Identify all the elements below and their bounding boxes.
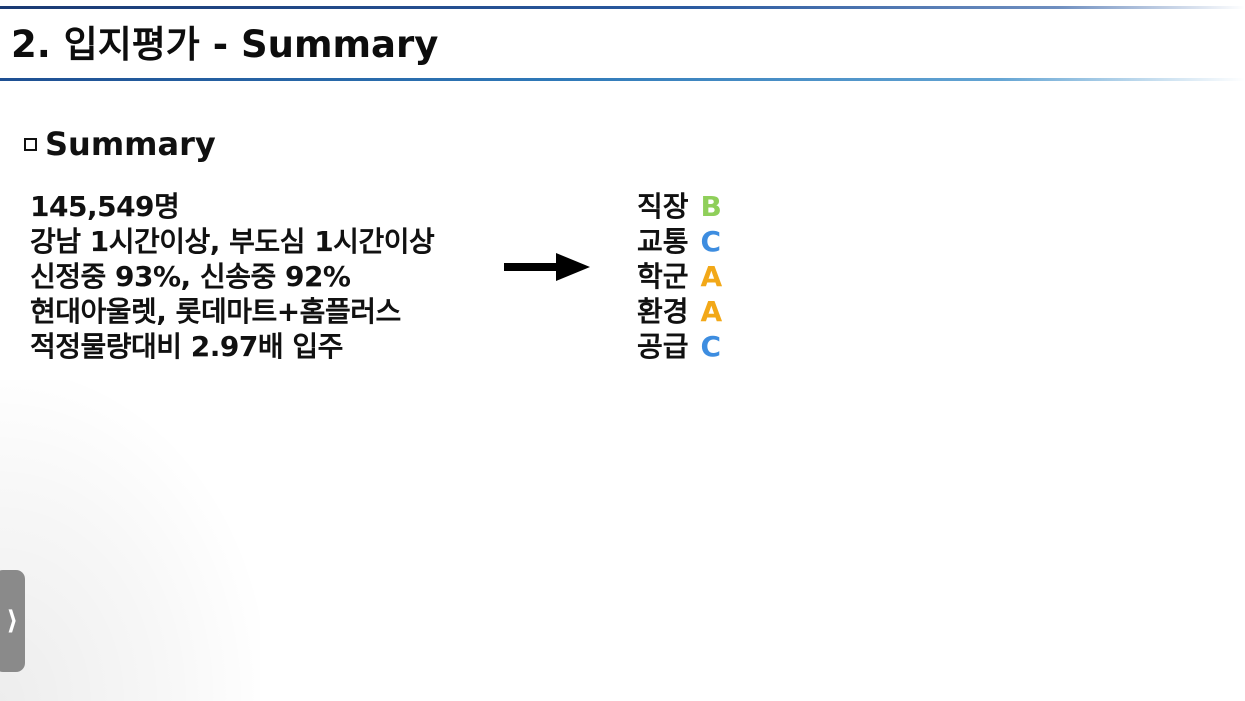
rating-category: 학군 — [637, 260, 689, 293]
rating-grade: A — [700, 260, 723, 293]
side-panel-toggle[interactable]: ⟩ — [0, 570, 25, 672]
fact-population: 145,549명 — [30, 190, 180, 223]
page-title: 2. 입지평가 - Summary — [11, 23, 439, 66]
rating-grade: C — [700, 225, 722, 258]
rating-category: 환경 — [637, 295, 689, 328]
section-heading: Summary — [24, 124, 216, 164]
section-heading-text: Summary — [45, 125, 216, 163]
rating-category: 교통 — [637, 225, 689, 258]
rating-category: 직장 — [637, 190, 689, 223]
rating-row-supply: 공급 C — [637, 329, 777, 364]
header-top-rule — [0, 6, 1245, 9]
summary-facts: 145,549명 강남 1시간이상, 부도심 1시간이상 신정중 93%, 신송… — [30, 189, 500, 364]
rating-row-job: 직장 B — [637, 189, 777, 224]
rating-grade: C — [700, 330, 722, 363]
rating-row-transport: 교통 C — [637, 224, 777, 259]
rating-row-school: 학군 A — [637, 259, 777, 294]
background-shade — [0, 380, 260, 701]
rating-grade: B — [700, 190, 722, 223]
fact-amenities: 현대아울렛, 롯데마트+홈플러스 — [30, 295, 401, 328]
rating-grade: A — [700, 295, 723, 328]
square-bullet-icon — [24, 137, 37, 151]
fact-schools: 신정중 93%, 신송중 92% — [30, 260, 351, 293]
right-arrow-icon — [504, 253, 590, 281]
chevron-right-icon: ⟩ — [6, 606, 19, 636]
header-bottom-rule — [0, 78, 1245, 81]
rating-category: 공급 — [637, 330, 689, 363]
ratings-list: 직장 B 교통 C 학군 A 환경 A 공급 C — [637, 189, 777, 364]
rating-row-environment: 환경 A — [637, 294, 777, 329]
fact-commute: 강남 1시간이상, 부도심 1시간이상 — [30, 225, 435, 258]
fact-supply: 적정물량대비 2.97배 입주 — [30, 330, 343, 363]
